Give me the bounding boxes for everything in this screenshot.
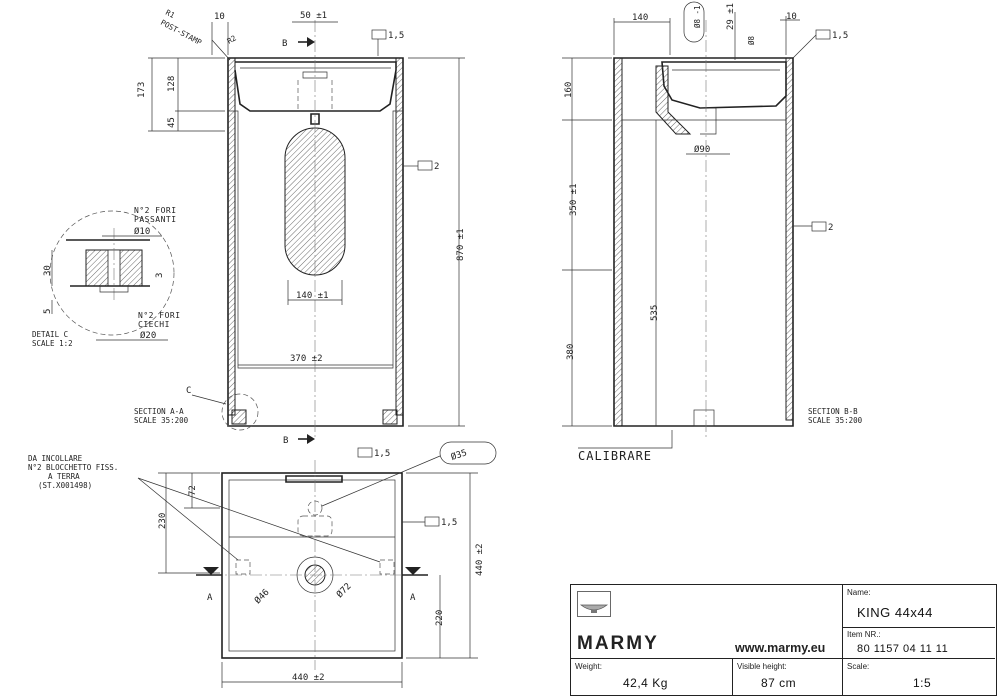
dim-side-dia-8b: Ø8 xyxy=(747,35,756,45)
dim-side-h-29: 29 ±1 xyxy=(726,3,736,30)
calibrate-note: CALIBRARE xyxy=(578,449,652,463)
height-value: 87 cm xyxy=(761,676,797,690)
dim-plan-w-440: 440 ±2 xyxy=(292,673,325,683)
weight-value: 42,4 Kg xyxy=(623,676,668,690)
detail-dia-10: Ø10 xyxy=(134,226,150,237)
detail-scale: SCALE 1:2 xyxy=(32,339,73,348)
item-value: 80 1157 04 11 11 xyxy=(857,643,949,655)
dim-side-h-380: 380 xyxy=(566,344,576,360)
detail-holes-blind-1: N°2 FORI xyxy=(138,311,181,320)
plan-view: DA INCOLLARE N°2 BLOCCHETTO FISS. A TERR… xyxy=(28,441,497,688)
label-post-stamp: POST-STAMP xyxy=(159,18,204,47)
title-block: MARMY www.marmy.eu Name: KING 44x44 Item… xyxy=(570,584,997,696)
flatness-side-top: 1,5 xyxy=(832,31,848,41)
plan-note-2: N°2 BLOCCHETTO FISS. xyxy=(28,463,118,472)
dim-plan-h-440: 440 ±2 xyxy=(475,543,485,576)
dim-front-173: 173 xyxy=(137,82,147,98)
dim-side-dia-90: Ø90 xyxy=(694,144,710,155)
dim-side-dia-8: Ø8 -1 xyxy=(693,5,702,28)
detail-h-3: 3 xyxy=(155,273,165,278)
dim-side-h-160: 160 xyxy=(564,82,574,98)
dim-front-370: 370 ±2 xyxy=(290,354,323,364)
scale-value: 1:5 xyxy=(913,676,932,690)
plan-note-4: (ST.X001498) xyxy=(38,481,92,490)
height-cell: Visible height: 87 cm xyxy=(733,659,843,695)
side-section-scale: SCALE 35:200 xyxy=(808,416,863,425)
front-section-scale: SCALE 35:200 xyxy=(134,416,189,425)
detail-holes-blind-2: CIECHI xyxy=(138,320,170,329)
dim-front-top-50: 50 ±1 xyxy=(300,11,327,21)
flatness-front-top: 1,5 xyxy=(388,31,404,41)
side-section-label: SECTION B-B xyxy=(808,407,858,416)
section-marker-b-top: B xyxy=(282,39,287,49)
dim-plan-dia-72: Ø72 xyxy=(334,581,353,600)
flatness-side-wall: 2 xyxy=(828,223,833,233)
dim-side-w-140: 140 xyxy=(632,13,648,23)
detail-title: DETAIL C xyxy=(32,330,68,339)
scale-caption: Scale: xyxy=(847,662,870,671)
basin-logo-icon xyxy=(577,591,611,617)
dim-plan-h-220: 220 xyxy=(435,610,445,626)
dim-front-128: 128 xyxy=(167,76,177,92)
weight-caption: Weight: xyxy=(575,662,602,671)
dim-front-140: 140 ±1 xyxy=(296,291,329,301)
flatness-plan-mid: 1,5 xyxy=(441,518,457,528)
height-caption: Visible height: xyxy=(737,662,787,671)
dim-plan-dia-46: Ø46 xyxy=(252,587,271,606)
dim-front-top-10: 10 xyxy=(214,12,225,22)
detail-h-30: 30 xyxy=(43,265,53,276)
dim-side-h-535: 535 xyxy=(650,305,660,321)
label-r1: R1 xyxy=(164,8,176,20)
brand-cell: MARMY www.marmy.eu xyxy=(571,585,843,659)
brand-name: MARMY xyxy=(577,633,659,654)
detail-holes-through-1: N°2 FORI xyxy=(134,206,177,215)
section-marker-a-left: A xyxy=(207,593,213,603)
scale-cell: Scale: 1:5 xyxy=(843,659,995,695)
detail-h-5: 5 xyxy=(43,309,53,314)
weight-cell: Weight: 42,4 Kg xyxy=(571,659,733,695)
flatness-front-side: 2 xyxy=(434,162,439,172)
plan-note-1: DA INCOLLARE xyxy=(28,454,83,463)
dim-front-870: 870 ±1 xyxy=(456,228,466,261)
detail-holes-through-2: PASSANTI xyxy=(134,215,177,224)
section-marker-b-bottom: B xyxy=(283,436,288,446)
name-cell: Name: KING 44x44 xyxy=(843,585,995,628)
detail-dia-20: Ø20 xyxy=(140,330,156,341)
dim-front-45: 45 xyxy=(167,117,177,128)
front-view: 10 50 ±1 1,5 B R1 POST-STAMP R2 173 128 … xyxy=(134,8,466,446)
dim-side-h-350: 350 ±1 xyxy=(569,183,579,216)
detail-c: N°2 FORI PASSANTI Ø10 N°2 FORI CIECHI Ø2… xyxy=(32,206,181,348)
plan-note-3: A TERRA xyxy=(48,472,80,481)
dim-side-w-10: 10 xyxy=(786,12,797,22)
item-caption: Item NR.: xyxy=(847,630,881,639)
side-view: 140 Ø8 -1 29 ±1 Ø8 10 1,5 160 350 ±1 380… xyxy=(562,1,863,463)
front-section-label: SECTION A-A xyxy=(134,407,184,416)
label-r2: R2 xyxy=(226,33,238,45)
label-c: C xyxy=(186,386,191,396)
dim-plan-h-72: 72 xyxy=(188,485,198,496)
item-cell: Item NR.: 80 1157 04 11 11 xyxy=(843,628,995,659)
name-caption: Name: xyxy=(847,588,871,597)
dim-plan-dia-35: Ø35 xyxy=(450,447,469,462)
name-value: KING 44x44 xyxy=(857,605,933,620)
website-link[interactable]: www.marmy.eu xyxy=(735,641,826,655)
dim-plan-h-230: 230 xyxy=(158,513,168,529)
flatness-plan-top: 1,5 xyxy=(374,449,390,459)
section-marker-a-right: A xyxy=(410,593,416,603)
